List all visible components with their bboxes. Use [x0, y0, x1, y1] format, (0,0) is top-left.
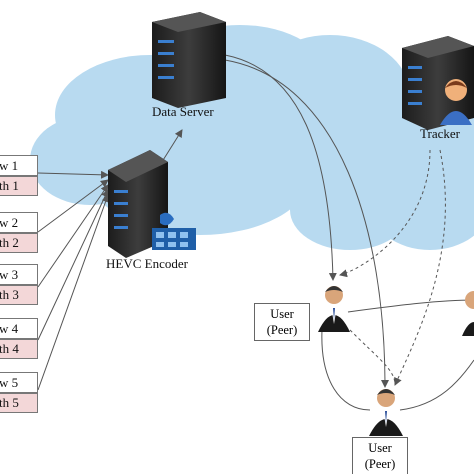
- user-peer-a-icon: [318, 286, 350, 332]
- user-peer-a-line2: (Peer): [266, 323, 298, 337]
- view-box-5: w 5: [0, 372, 38, 393]
- view-box-4: w 4: [0, 318, 38, 339]
- depth-box-2: th 2: [0, 233, 38, 253]
- tracker-person-icon: [440, 79, 472, 125]
- user-peer-c-icon: [462, 291, 474, 336]
- user-peer-b-icon: [369, 389, 403, 436]
- view-box-2: w 2: [0, 212, 38, 233]
- user-peer-b-line2: (Peer): [364, 457, 396, 471]
- user-peer-a-label: User (Peer): [254, 303, 310, 341]
- depth-box-1: th 1: [0, 176, 38, 196]
- video-film-icon: [152, 212, 196, 250]
- data-server-label: Data Server: [152, 104, 214, 119]
- depth-box-3: th 3: [0, 285, 38, 305]
- tracker-label: Tracker: [420, 126, 460, 141]
- data-server-icon: [152, 12, 226, 108]
- user-peer-b-label: User (Peer): [352, 437, 408, 474]
- depth-box-5: th 5: [0, 393, 38, 413]
- view-box-3: w 3: [0, 264, 38, 285]
- depth-box-4: th 4: [0, 339, 38, 359]
- tracker-server-icon: [402, 36, 474, 130]
- user-peer-a-line1: User: [270, 307, 294, 321]
- view-box-1: w 1: [0, 155, 38, 176]
- user-peer-b-line1: User: [368, 441, 392, 455]
- encoder-label: HEVC Encoder: [106, 256, 188, 271]
- connections: [37, 54, 474, 411]
